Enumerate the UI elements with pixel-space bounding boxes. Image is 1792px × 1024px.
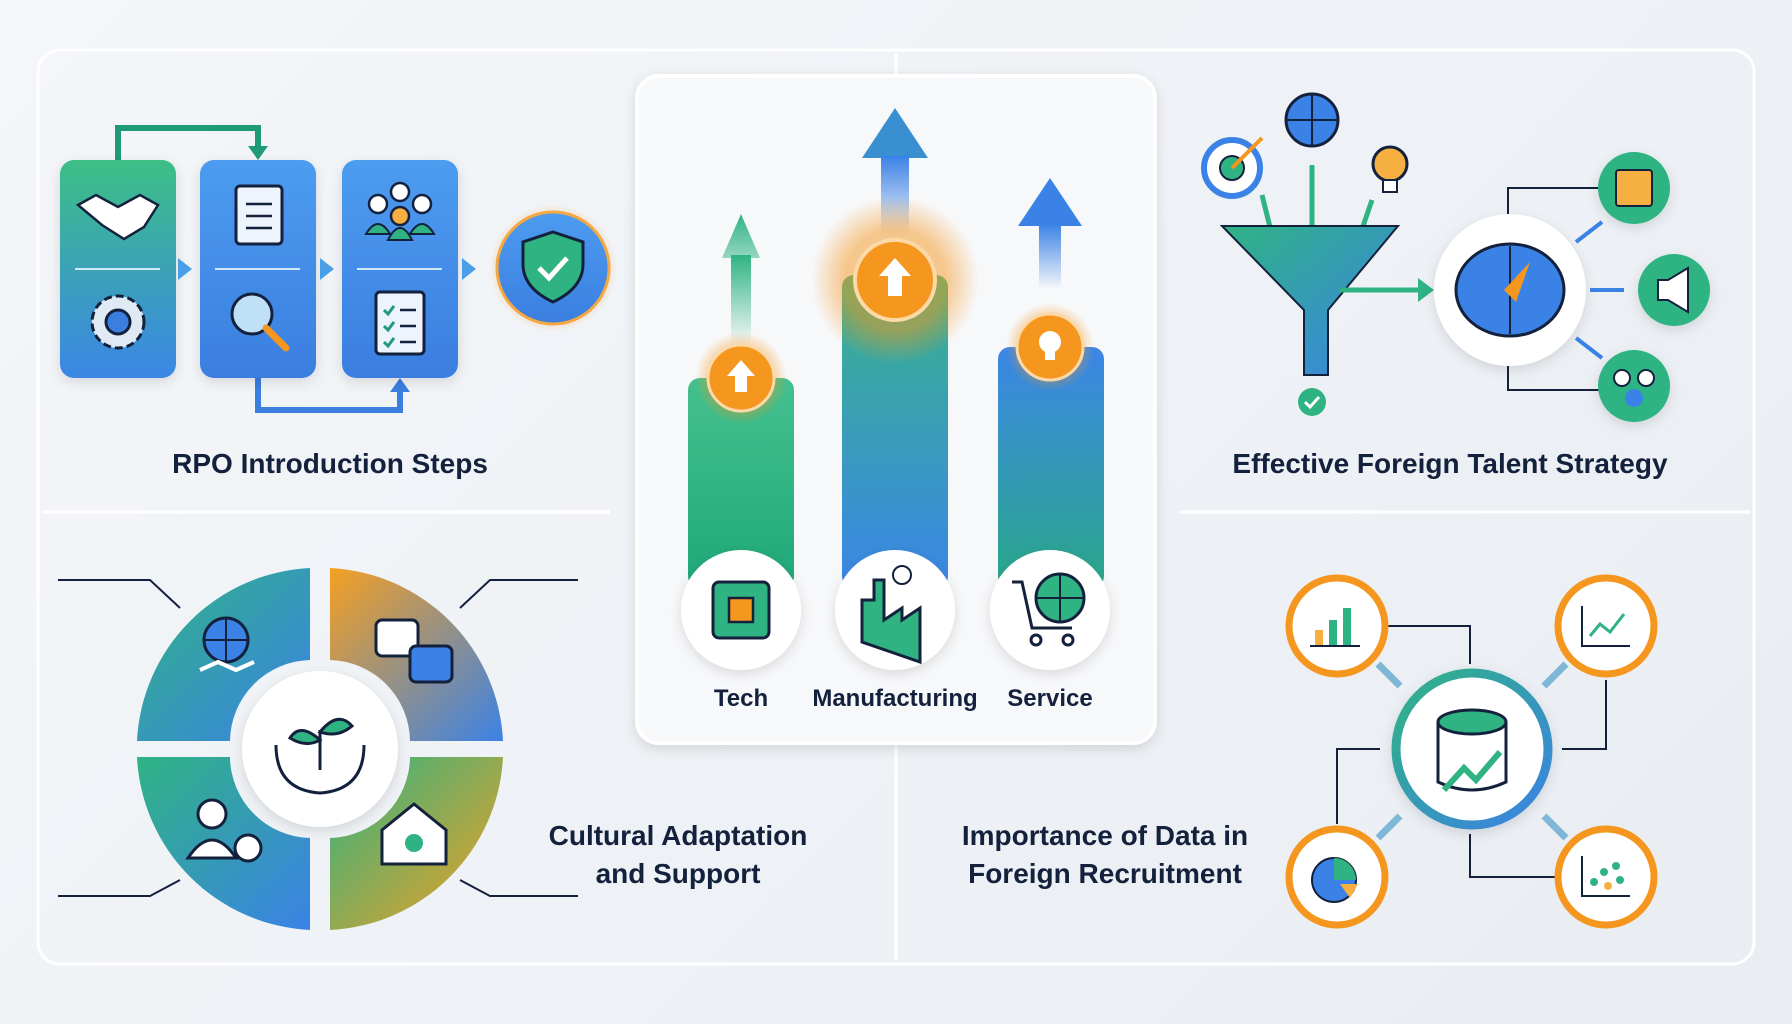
cultural-adaptation-diagram: Cultural Adaptation and Support	[58, 568, 807, 930]
target-icon	[1201, 136, 1264, 199]
growth-arrow	[1018, 178, 1082, 226]
plant-hands-icon	[274, 717, 366, 795]
strategy-title: Effective Foreign Talent Strategy	[1232, 448, 1668, 479]
growth-arrow	[862, 108, 928, 158]
lightbulb-icon	[1039, 331, 1061, 360]
scatter-plot-icon	[1581, 856, 1630, 897]
translate-icon	[374, 618, 454, 684]
label-service: Service	[1007, 685, 1092, 712]
bar-chart-icon	[1310, 608, 1360, 647]
bar-service	[998, 347, 1104, 588]
data-importance-diagram: Importance of Data in Foreign Recruitmen…	[962, 574, 1658, 929]
data-title-line1: Importance of Data in	[962, 820, 1248, 851]
clipboard-icon	[234, 184, 284, 246]
megaphone-icon	[1657, 266, 1689, 314]
database-hub	[1391, 668, 1553, 830]
gear-icon	[90, 294, 146, 350]
database-growth-icon	[1436, 708, 1508, 793]
scatter-plot-node	[1554, 825, 1658, 929]
globe-cart-icon	[1012, 572, 1086, 647]
factory-icon	[860, 565, 922, 665]
talent-strategy-diagram: Effective Foreign Talent Strategy	[1201, 92, 1710, 479]
handshake-icon	[75, 193, 160, 241]
person-check-icon	[185, 798, 263, 863]
up-arrow-icon	[879, 258, 911, 296]
up-arrow-icon	[727, 360, 755, 392]
team-icon	[364, 181, 436, 241]
checklist-icon	[374, 290, 426, 356]
culture-title-line2: and Support	[596, 858, 761, 889]
line-chart-node	[1554, 574, 1658, 678]
check-icon	[1298, 388, 1326, 416]
outer-frame	[36, 48, 1756, 966]
team-check-icon	[1613, 369, 1655, 407]
culture-title-line1: Cultural Adaptation	[549, 820, 808, 851]
pie-chart-icon	[1311, 857, 1358, 903]
magnifier-icon	[230, 292, 290, 352]
flow-arrow	[115, 125, 261, 160]
home-heart-icon	[380, 802, 448, 866]
puzzle-icon	[1615, 169, 1653, 207]
data-title-line2: Foreign Recruitment	[968, 858, 1242, 889]
line-chart-icon	[1581, 606, 1630, 647]
chip-icon	[711, 580, 771, 640]
label-manufacturing: Manufacturing	[812, 685, 977, 712]
lightbulb-icon	[1371, 145, 1409, 193]
rpo-title: RPO Introduction Steps	[172, 448, 488, 479]
globe-handshake-icon	[199, 616, 255, 673]
funnel-icon	[1219, 225, 1401, 376]
network-globe-icon	[1284, 92, 1340, 148]
bar-tech	[688, 378, 794, 588]
label-tech: Tech	[714, 685, 768, 712]
shield-check-icon	[521, 230, 585, 304]
rpo-steps-diagram: RPO Introduction Steps	[60, 125, 617, 479]
industry-growth-card: Tech Manufacturing Service	[635, 74, 1157, 745]
flow-arrow	[255, 378, 403, 413]
brain-compass-icon	[1454, 242, 1566, 338]
data-source-nodes	[1285, 574, 1658, 929]
